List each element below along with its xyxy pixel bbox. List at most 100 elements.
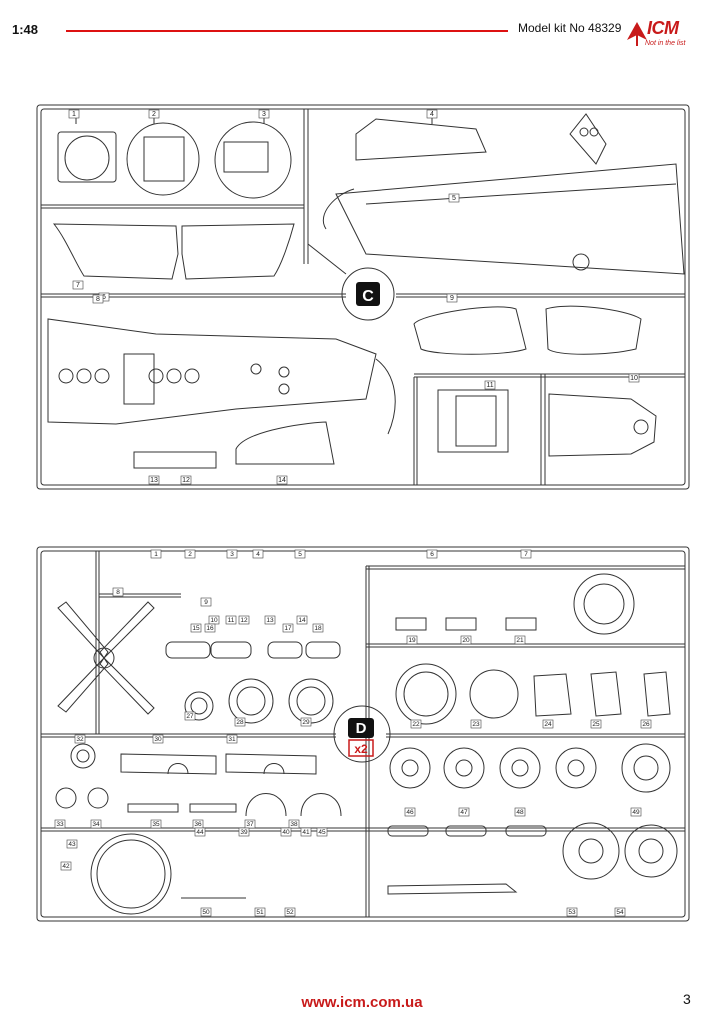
part-number-box — [238, 615, 250, 625]
sprue-d-multiplier: x2 — [354, 742, 368, 756]
part-number-box — [640, 719, 652, 729]
part-number: 36 — [194, 821, 202, 828]
plane-logo-icon — [627, 22, 647, 46]
part-number-box — [234, 717, 246, 727]
scale-label: 1:48 — [12, 22, 39, 37]
part-number: 21 — [516, 637, 524, 644]
icm-logo: ICM Not in the list — [625, 18, 715, 52]
part-number-box — [204, 623, 216, 633]
part-number-box — [284, 907, 296, 917]
part-number-box — [484, 380, 496, 390]
part-number-box — [448, 193, 460, 203]
part-number-box — [566, 907, 578, 917]
part-number: 5 — [298, 551, 302, 558]
header-rule-left — [66, 30, 508, 32]
part-number-box — [426, 549, 438, 559]
part-number-box — [294, 549, 306, 559]
part-number-box — [225, 615, 237, 625]
part-number: 8 — [96, 296, 100, 303]
part-number-box — [54, 819, 66, 829]
part-number-box — [150, 819, 162, 829]
part-number: 13 — [150, 477, 158, 484]
part-number: 27 — [186, 713, 194, 720]
part-number: 16 — [206, 625, 214, 632]
part-number: 42 — [62, 863, 70, 870]
part-number-box — [66, 839, 78, 849]
part-number: 19 — [408, 637, 416, 644]
part-number-box — [282, 623, 294, 633]
part-number-box — [470, 719, 482, 729]
part-number-box — [72, 280, 84, 290]
logo-text: ICM — [647, 18, 679, 38]
part-number-box — [68, 109, 80, 119]
part-number-box — [542, 719, 554, 729]
part-number: 11 — [486, 382, 493, 389]
part-number: 37 — [246, 821, 254, 828]
part-number-box — [148, 475, 160, 485]
part-number-box — [406, 635, 418, 645]
part-number: 2 — [152, 111, 156, 118]
part-number: 12 — [240, 617, 248, 624]
part-number: 22 — [412, 721, 420, 728]
part-number-box — [514, 635, 526, 645]
part-number: 52 — [286, 909, 294, 916]
part-number: 4 — [430, 111, 434, 118]
part-number-box — [254, 907, 266, 917]
part-number-box — [514, 807, 526, 817]
part-number: 20 — [462, 637, 470, 644]
part-number: 26 — [642, 721, 650, 728]
part-number-box — [150, 549, 162, 559]
part-number-box — [148, 109, 160, 119]
part-number-box — [520, 549, 532, 559]
part-number-box — [404, 807, 416, 817]
part-number-box — [112, 587, 124, 597]
part-number: 34 — [92, 821, 100, 828]
part-number-box — [312, 623, 324, 633]
part-number: 45 — [318, 829, 326, 836]
part-number: 38 — [290, 821, 298, 828]
part-number: 35 — [152, 821, 160, 828]
part-number-box — [200, 597, 212, 607]
part-number-box — [184, 711, 196, 721]
part-number: 1 — [72, 111, 76, 118]
part-number: 12 — [182, 477, 190, 484]
part-number-box — [226, 734, 238, 744]
part-number: 48 — [516, 809, 524, 816]
part-number: 11 — [228, 617, 235, 624]
website-link[interactable]: www.icm.com.ua — [301, 994, 423, 1011]
part-number: 54 — [616, 909, 624, 916]
part-number: 13 — [266, 617, 274, 624]
part-number-box — [590, 719, 602, 729]
part-number-box — [60, 861, 72, 871]
part-number: 47 — [460, 809, 468, 816]
part-number-box — [238, 827, 250, 837]
part-number-box — [200, 907, 212, 917]
model-kit-number: Model kit No 48329 — [518, 21, 622, 35]
part-number-box — [276, 475, 288, 485]
part-number: 23 — [472, 721, 480, 728]
part-number: 29 — [302, 719, 310, 726]
part-number-box — [180, 475, 192, 485]
part-number: 10 — [630, 375, 638, 382]
part-number: 28 — [236, 719, 244, 726]
part-number-box — [74, 734, 86, 744]
part-number: 50 — [202, 909, 210, 916]
part-number-box — [152, 734, 164, 744]
logo-tagline: Not in the list — [645, 40, 686, 47]
part-number: 9 — [204, 599, 208, 606]
part-number: 24 — [544, 721, 552, 728]
part-number: 43 — [68, 841, 76, 848]
part-number: 40 — [282, 829, 290, 836]
part-number: 6 — [430, 551, 434, 558]
part-number: 53 — [568, 909, 576, 916]
part-number: 39 — [240, 829, 248, 836]
part-number-box — [280, 827, 292, 837]
part-number: 41 — [302, 829, 310, 836]
part-number: 14 — [298, 617, 306, 624]
part-number: 49 — [632, 809, 640, 816]
part-number-box — [264, 615, 276, 625]
part-number-box — [194, 827, 206, 837]
part-number-box — [300, 717, 312, 727]
part-number: 3 — [262, 111, 266, 118]
